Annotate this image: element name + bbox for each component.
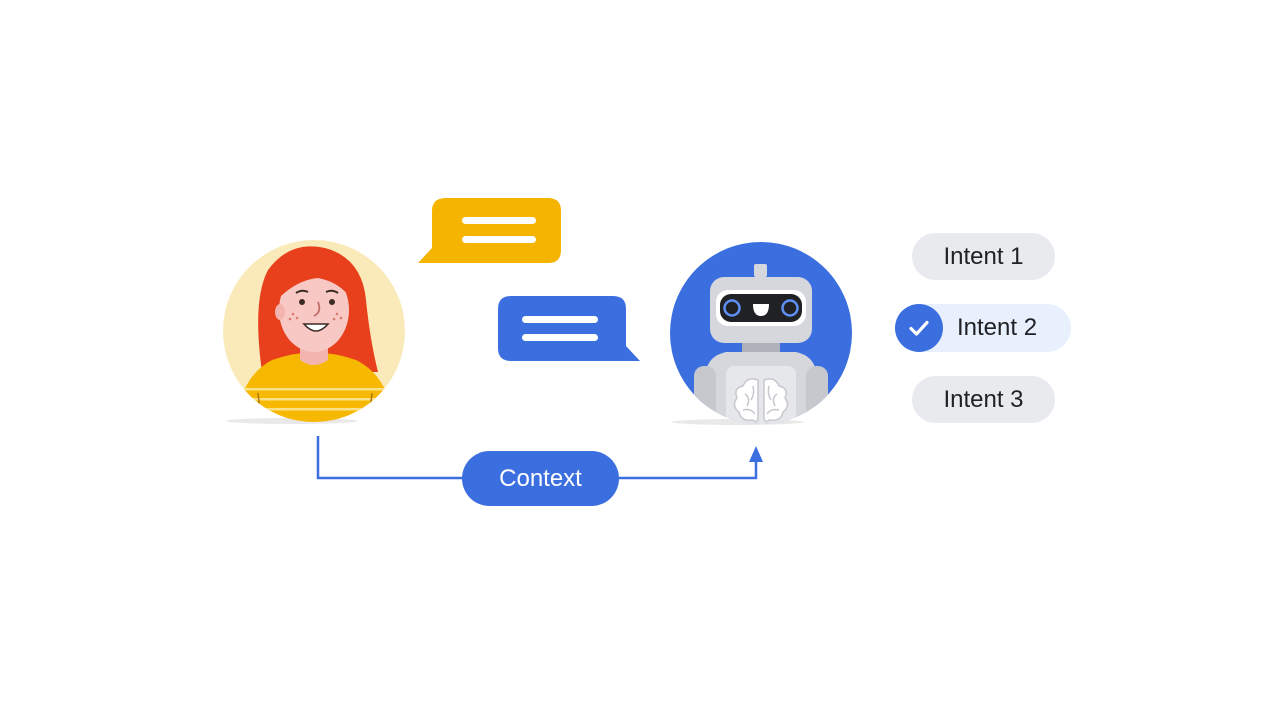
intent-label: Intent 2 [957, 314, 1038, 341]
user-message-bubble [418, 198, 561, 263]
intent-pill-1[interactable]: Intent 1 [912, 233, 1055, 280]
context-label: Context [462, 451, 619, 506]
agent-message-bubble [498, 296, 640, 361]
robot-avatar-icon [670, 242, 852, 425]
woman-avatar-icon [223, 240, 405, 424]
intent-label: Intent 1 [943, 242, 1024, 270]
intent-label: Intent 3 [943, 385, 1024, 413]
arrowhead-icon [749, 446, 763, 462]
checkmark-icon [895, 304, 943, 352]
intent-pill-3[interactable]: Intent 3 [912, 376, 1055, 423]
brain-icon [733, 378, 789, 423]
intent-pill-2-selected[interactable]: Intent 2 [895, 304, 1071, 352]
